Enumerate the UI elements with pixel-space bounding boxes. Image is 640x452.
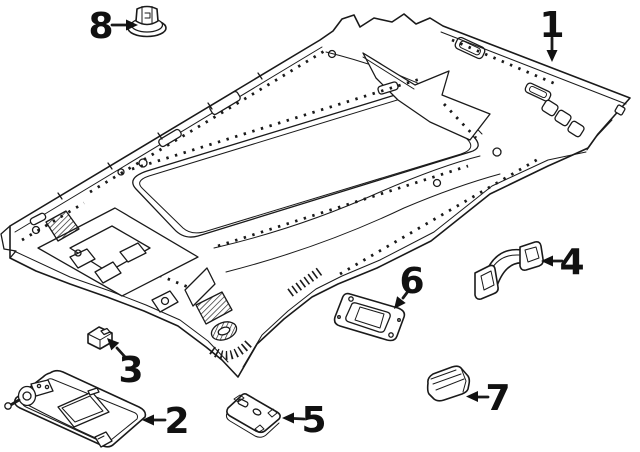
callout-4-arrow [541,255,553,267]
callout-6-label[interactable]: 6 [399,261,424,302]
callout-3-leader [115,346,128,360]
visor-pivot [4,379,54,410]
callout-2[interactable]: 2 [142,401,190,442]
ribbed-block [195,291,233,325]
callout-7-arrow [466,391,478,402]
part-visor-clip[interactable] [87,326,113,350]
part-grab-handle[interactable] [474,241,544,300]
left-tip-bracket [0,225,17,259]
callout-8-label[interactable]: 8 [88,6,113,47]
dome-lamp-ring [210,321,238,341]
visor-mirror [57,391,110,428]
callout-3[interactable]: 3 [107,338,144,391]
callout-8-arrow [126,19,138,31]
clip-towers [541,99,626,138]
rib-strip [287,267,323,297]
callout-1-arrow [546,50,558,62]
band-bracket [158,128,182,148]
band-bracket [209,90,241,116]
roof-vent [524,82,552,102]
callout-2-label[interactable]: 2 [164,401,189,442]
callout-8[interactable]: 8 [88,6,138,47]
part-console-plate[interactable] [225,393,281,438]
callout-4[interactable]: 4 [541,242,585,283]
ribbed-block [45,210,80,242]
callout-5-label[interactable]: 5 [301,400,326,441]
part-sun-visor[interactable] [4,369,147,448]
callout-5-leader [292,417,306,421]
callout-6-arrow [394,296,406,309]
part-lamp-lens[interactable] [426,365,471,402]
part-headliner-assembly[interactable] [0,13,631,378]
callout-7[interactable]: 7 [466,378,511,419]
callout-6[interactable]: 6 [394,261,425,309]
callout-2-arrow [142,414,154,426]
callout-5[interactable]: 5 [282,400,327,441]
visor-hook-tab [94,431,113,448]
callout-3-label[interactable]: 3 [118,350,143,391]
roof-vent [454,36,486,60]
callouts: 1 2 3 4 5 6 7 [88,5,584,442]
front-console-cluster [29,207,323,360]
callout-5-arrow [282,412,294,424]
callout-6-leader [401,288,411,300]
callout-3-arrow [107,338,120,351]
callout-1-label[interactable]: 1 [539,5,564,46]
part-lamp-bezel[interactable] [333,292,406,342]
callout-7-label[interactable]: 7 [485,378,510,419]
edge-clip-ticks [57,72,263,200]
callout-4-label[interactable]: 4 [559,242,584,283]
callout-1[interactable]: 1 [539,5,565,62]
part-push-clip[interactable] [127,5,167,38]
